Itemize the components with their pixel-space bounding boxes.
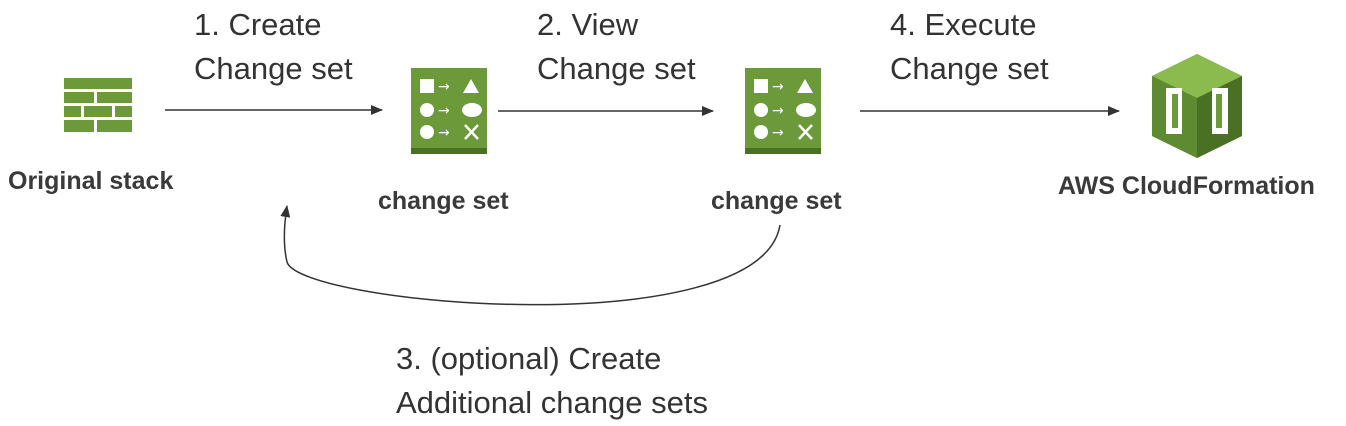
svg-text:→: → — [772, 79, 784, 95]
step-execute-line1: 4. Execute — [890, 7, 1037, 42]
svg-text:→: → — [438, 103, 450, 119]
step-execute-line2: Change set — [890, 51, 1049, 86]
node-label-change-set-1: change set — [378, 187, 509, 215]
step-optional-line2: Additional change sets — [396, 385, 708, 420]
step-execute-label: 4. Execute Change set — [890, 3, 1049, 91]
svg-text:→: → — [772, 125, 784, 141]
stack-icon — [64, 78, 132, 132]
node-label-original-stack: Original stack — [8, 167, 174, 195]
step-optional-label: 3. (optional) Create Additional change s… — [396, 337, 708, 425]
node-label-cloudformation: AWS CloudFormation — [1058, 172, 1315, 200]
step-create-line1: 1. Create — [194, 7, 322, 42]
node-label-change-set-2: change set — [711, 187, 842, 215]
arrow-optional-loop — [280, 205, 781, 306]
step-create-line2: Change set — [194, 51, 353, 86]
step-view-line1: 2. View — [537, 7, 639, 42]
change-set-icon: → → → — [745, 68, 821, 154]
step-view-line2: Change set — [537, 51, 696, 86]
change-set-icon: → → → — [411, 68, 487, 154]
step-view-label: 2. View Change set — [537, 3, 696, 91]
step-optional-line1: 3. (optional) Create — [396, 341, 662, 376]
svg-text:→: → — [438, 79, 450, 95]
cloudformation-icon — [1152, 54, 1242, 158]
step-create-label: 1. Create Change set — [194, 3, 353, 91]
svg-text:→: → — [438, 125, 450, 141]
svg-text:→: → — [772, 103, 784, 119]
